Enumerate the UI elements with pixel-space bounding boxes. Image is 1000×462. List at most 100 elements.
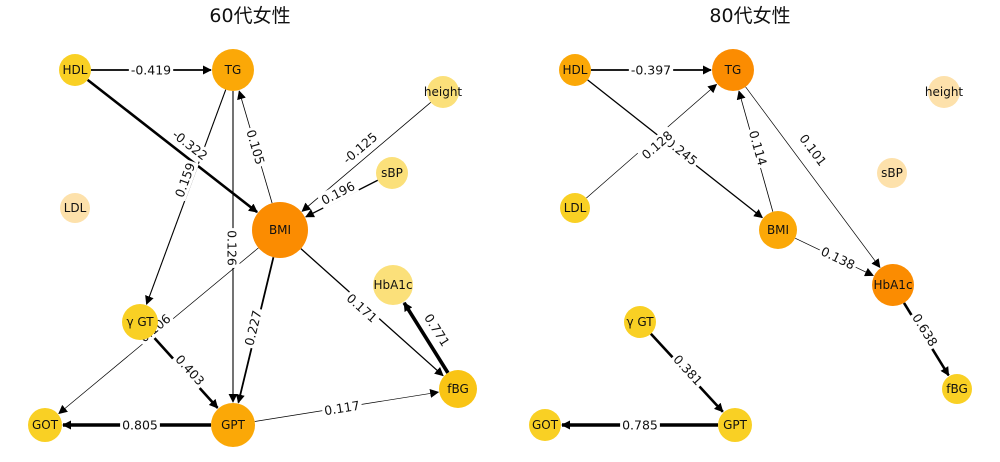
edge-label: 0.105 xyxy=(243,128,267,167)
node-circle xyxy=(877,158,907,188)
edge-label: 0.227 xyxy=(242,309,265,347)
node-circle xyxy=(59,54,91,86)
edge-label-background xyxy=(167,125,213,165)
node-circle xyxy=(928,76,960,108)
node-label: HbA1c xyxy=(373,278,412,292)
edge-fbg-to-hba1c xyxy=(402,301,450,374)
edge-label-background xyxy=(668,350,708,390)
node-circle xyxy=(559,54,591,86)
edge-label-background xyxy=(420,309,454,351)
edge-label-background xyxy=(745,126,771,170)
edge-hdl-to-bmi xyxy=(86,78,258,214)
node-hba1c: HbA1c xyxy=(373,265,413,305)
edge-label-background xyxy=(628,62,674,78)
node-label: γ GT xyxy=(626,315,654,329)
node-label: TG xyxy=(724,63,742,77)
edge-label-background xyxy=(795,129,831,171)
edge-label-background xyxy=(171,350,209,390)
node-circle xyxy=(872,264,914,306)
edge-label: 0.196 xyxy=(319,178,358,208)
edge-label: -0.125 xyxy=(340,129,380,167)
edge-label: -0.419 xyxy=(131,63,171,78)
edge-label-background xyxy=(342,289,382,327)
node-label: GOT xyxy=(32,418,59,432)
node-hba1c: HbA1c xyxy=(872,264,914,306)
edge-label-background xyxy=(171,158,199,202)
node-label: LDL xyxy=(564,201,587,215)
node-tg: TG xyxy=(712,49,754,91)
node-gpt: GPT xyxy=(718,408,752,442)
node-label: fBG xyxy=(447,382,469,396)
edge-label-background xyxy=(316,177,360,209)
node-label: HDL xyxy=(63,63,88,77)
edge-label: 0.171 xyxy=(344,290,381,325)
node-label: BMI xyxy=(767,223,789,237)
node-circle xyxy=(624,306,656,338)
node-circle xyxy=(529,409,561,441)
edge-label: 0.117 xyxy=(323,398,361,418)
edge-label: -0.397 xyxy=(631,63,671,78)
edge-label-background xyxy=(338,127,382,169)
edge-label: 0.114 xyxy=(746,129,770,168)
node-label: BMI xyxy=(269,223,291,237)
node-ggt: γ GT xyxy=(624,306,656,338)
edge-label: 0.159 xyxy=(172,161,198,200)
node-fbg: fBG xyxy=(439,370,477,408)
node-label: LDL xyxy=(64,201,87,215)
edge-label: 0.805 xyxy=(122,418,158,433)
node-label: HbA1c xyxy=(873,278,912,292)
node-fbg: fBG xyxy=(942,374,972,404)
node-ggt: γ GT xyxy=(122,304,158,340)
edge-label: 0.785 xyxy=(622,418,658,433)
node-ldl: LDL xyxy=(60,193,90,223)
edge-label: 0.138 xyxy=(819,244,858,273)
node-circle xyxy=(252,202,308,258)
edge-label-background xyxy=(321,397,363,419)
node-label: GPT xyxy=(723,418,748,432)
node-label: HDL xyxy=(563,63,588,77)
edge-label-background xyxy=(128,62,174,78)
node-height: height xyxy=(424,76,463,108)
node-circle xyxy=(211,403,255,447)
node-circle xyxy=(942,374,972,404)
node-bmi: BMI xyxy=(252,202,308,258)
node-label: sBP xyxy=(381,166,403,180)
node-circle xyxy=(712,49,754,91)
node-label: GOT xyxy=(532,418,559,432)
edge-label-background xyxy=(224,228,240,268)
node-circle xyxy=(212,49,254,91)
edge-label: 0.381 xyxy=(670,352,705,388)
panel-title-right: 80代女性 xyxy=(709,5,790,27)
node-height: height xyxy=(925,76,963,108)
edge-layer xyxy=(58,65,450,430)
node-label: GPT xyxy=(221,418,246,432)
edge-label: 0.101 xyxy=(796,131,829,169)
node-bmi: BMI xyxy=(759,211,797,249)
node-circle xyxy=(427,76,459,108)
edge-tg-to-hba1c xyxy=(745,86,881,269)
edge-label-background xyxy=(908,309,942,351)
node-circle xyxy=(376,157,408,189)
node-ldl: LDL xyxy=(560,193,590,223)
node-circle xyxy=(560,193,590,223)
node-hdl: HDL xyxy=(59,54,91,86)
node-circle xyxy=(439,370,477,408)
node-got: GOT xyxy=(529,409,561,441)
edge-label-background xyxy=(120,417,160,433)
edge-label-background xyxy=(241,306,265,350)
node-circle xyxy=(60,193,90,223)
node-sbp: sBP xyxy=(376,157,408,189)
node-label: height xyxy=(424,85,463,99)
node-circle xyxy=(122,304,158,340)
edge-label-background xyxy=(816,242,860,274)
node-label: TG xyxy=(224,63,242,77)
node-circle xyxy=(28,408,62,442)
edge-label: 0.638 xyxy=(909,311,941,349)
edge-layer xyxy=(561,65,950,430)
node-circle xyxy=(718,408,752,442)
node-hdl: HDL xyxy=(559,54,591,86)
